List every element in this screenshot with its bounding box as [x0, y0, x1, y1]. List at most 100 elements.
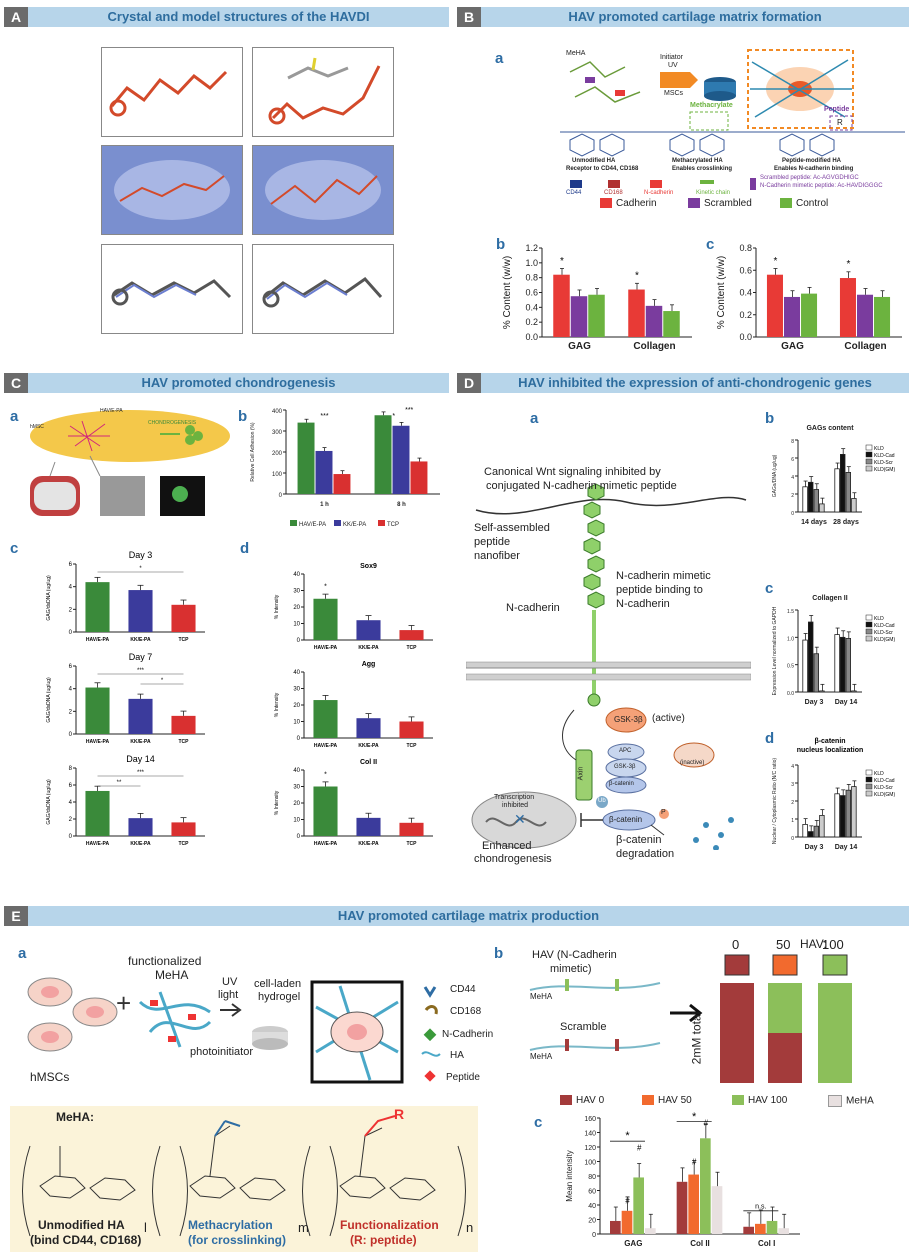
y-tick-label: 20	[588, 1218, 596, 1225]
significance-mark: ***	[320, 413, 328, 420]
x-tick-label: HAV/E-PA	[314, 645, 338, 651]
legend-item: HAV 50	[642, 1095, 692, 1106]
x-tick-label: TCP	[407, 743, 418, 749]
y-axis-label: % Intensity	[274, 594, 280, 619]
legend-swatch	[865, 444, 873, 451]
y-tick-label: 0.2	[525, 317, 538, 327]
b-legend: Cadherin Scrambled Control	[600, 198, 900, 212]
label-active: (active)	[652, 713, 685, 724]
bar	[374, 415, 392, 494]
significance-mark: **	[117, 780, 122, 786]
legend-label: KLD	[874, 616, 884, 622]
y-tick-label: 10	[293, 818, 300, 824]
label-unmodified-ha: Unmodified HA	[38, 1218, 125, 1232]
label-methacrylation-sub: (for crosslinking)	[188, 1233, 287, 1247]
significance-mark: n.s.	[755, 1204, 766, 1211]
significance-mark: *	[324, 584, 327, 591]
y-tick-label: 4	[69, 800, 73, 806]
legend-swatch	[865, 628, 873, 635]
label-methacrylation: Methacrylation	[188, 1218, 273, 1232]
label-unmodified-ha-sub: (bind CD44, CD168)	[30, 1233, 142, 1247]
label-ha: HA	[450, 1050, 464, 1061]
legend-label: KLD-Scr	[874, 630, 893, 636]
label-gsk-active: GSK-3β	[614, 715, 643, 724]
bar	[808, 621, 814, 693]
y-tick-label: 0	[297, 736, 301, 742]
bar	[399, 721, 424, 738]
y-tick-label: 8	[791, 439, 794, 445]
y-tick-label: 0	[69, 732, 73, 738]
label-degradation-2: degradation	[616, 848, 675, 860]
y-tick-label: 0	[69, 630, 73, 636]
legend-swatch	[865, 465, 873, 472]
label-ub: Ub	[598, 798, 606, 804]
x-tick-label: TCP	[179, 739, 190, 745]
chart-title: Day 14	[126, 754, 155, 764]
y-tick-label: 0.8	[739, 243, 752, 253]
legend-label: KLD-Cad	[874, 623, 895, 629]
y-axis-label: % Intensity	[274, 692, 280, 717]
bar	[851, 498, 857, 513]
label-meha-1: MeHA	[530, 992, 553, 1001]
y-tick-label: 0.6	[525, 288, 538, 298]
bar	[356, 718, 381, 738]
e-legend: HAV 0 HAV 50 HAV 100 MeHA	[560, 1095, 905, 1111]
x-tick-label: HAV/E-PA	[86, 637, 110, 643]
bar	[834, 793, 840, 838]
y-tick-label: 0.4	[525, 302, 538, 312]
y-tick-label: 0.0	[739, 332, 752, 342]
bar	[778, 1228, 789, 1234]
legend-label: HAV 0	[576, 1095, 605, 1106]
y-axis-label: % Content (w/w)	[716, 256, 727, 329]
label-hydrogel: hydrogel	[258, 991, 301, 1003]
y-tick-label: 10	[293, 720, 300, 726]
x-tick-label: TCP	[407, 841, 418, 847]
label-enhanced: Enhanced	[482, 840, 532, 852]
chart-title: β-catenin	[814, 738, 845, 745]
panel-letter: D	[457, 373, 481, 393]
legend-swatch	[865, 790, 873, 797]
y-tick-label: 20	[293, 605, 300, 611]
significance-mark: *	[161, 678, 164, 684]
x-tick-label: KK/E-PA	[130, 637, 151, 643]
y-tick-label: 160	[584, 1116, 596, 1123]
y-tick-label: 400	[272, 409, 283, 415]
x-tick-label: 14 days	[801, 519, 827, 526]
y-tick-label: 2	[791, 493, 794, 499]
bar	[333, 474, 351, 494]
bar	[851, 786, 857, 838]
legend-item: Scrambled	[688, 198, 752, 209]
sublabel: a	[10, 408, 19, 425]
bar	[845, 472, 851, 513]
sublabel: c	[765, 580, 774, 597]
y-tick-label: 1.5	[787, 609, 794, 615]
panel-a-header: A Crystal and model structures of the HA…	[4, 7, 449, 27]
y-tick-label: 4	[791, 764, 794, 770]
label-bcatenin: β-catenin	[609, 815, 643, 824]
x-tick-label: TCP	[179, 637, 190, 643]
legend-item: MeHA	[828, 1095, 874, 1107]
bar	[392, 425, 410, 494]
y-tick-label: 30	[293, 687, 300, 693]
panel-letter: E	[4, 906, 28, 926]
label-hmsc: hMSC	[30, 424, 44, 430]
svg-text:+: +	[116, 988, 131, 1018]
y-tick-label: 0.4	[739, 288, 752, 298]
legend-label: KLD-Cad	[874, 453, 895, 459]
legend-label: TCP	[387, 522, 399, 528]
y-tick-label: 0.0	[787, 691, 794, 697]
legend-swatch	[334, 520, 341, 526]
label-degradation-1: β-catenin	[616, 834, 662, 846]
bar	[802, 824, 808, 838]
label-meha: MeHA	[155, 968, 189, 982]
bar	[676, 1181, 688, 1234]
y-tick-label: 40	[293, 572, 300, 578]
bar	[315, 450, 333, 494]
x-tick-label: 8 h	[397, 502, 406, 508]
bar	[128, 818, 153, 836]
bar	[766, 274, 783, 337]
